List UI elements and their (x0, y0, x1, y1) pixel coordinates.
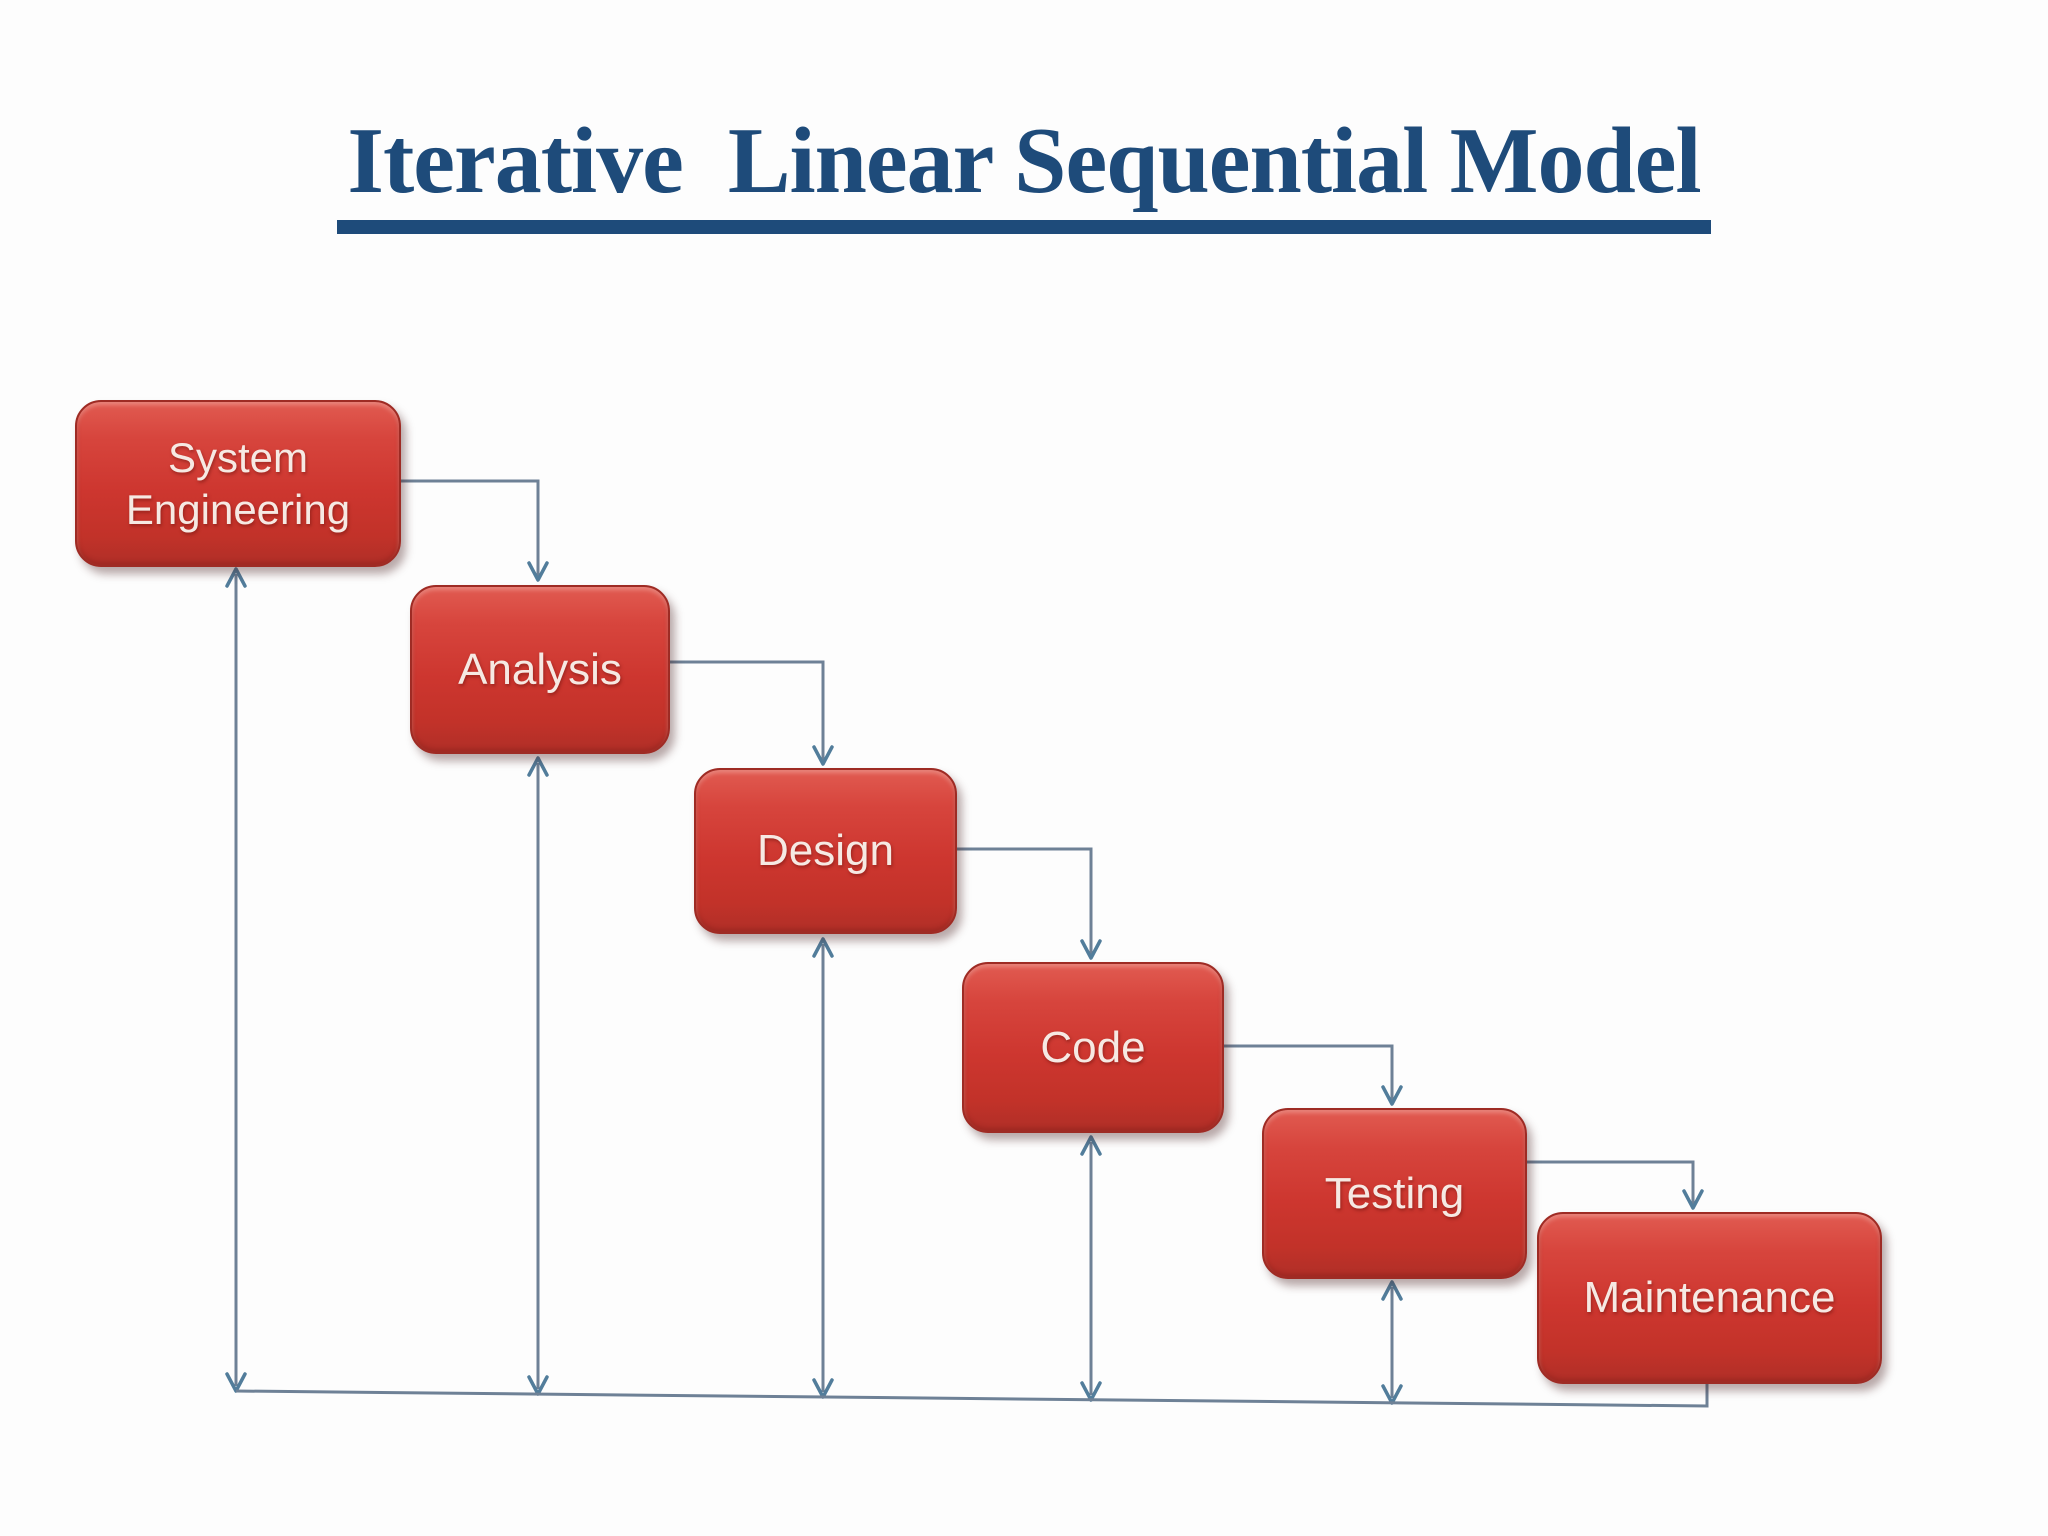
phase-box-testing: Testing (1262, 1108, 1527, 1279)
connector-system-engineering-to-analysis (397, 479, 549, 582)
phase-label-line1: System (167, 434, 309, 482)
phase-box-code: Code (962, 962, 1224, 1133)
feedback-arrow-analysis (527, 756, 549, 1396)
feedback-arrow-design (812, 937, 834, 1399)
arrowhead-up-icon (812, 937, 834, 958)
phase-label: Testing (1324, 1168, 1465, 1218)
feedback-arrow-testing (1381, 1280, 1403, 1405)
phase-box-analysis: Analysis (410, 585, 670, 754)
page-title: Iterative Linear Sequential Model (337, 111, 1711, 234)
phase-box-system-engineering: System Engineering (75, 400, 401, 567)
feedback-baseline (235, 1381, 1709, 1408)
arrowhead-up-icon (527, 756, 549, 777)
arrowhead-up-icon (1080, 1135, 1102, 1156)
phase-label-line2: Engineering (125, 485, 351, 533)
arrowhead-down-icon (812, 745, 834, 766)
phase-label: Design (757, 826, 894, 876)
connector-analysis-to-design (666, 660, 834, 766)
phase-label: Maintenance (1583, 1273, 1836, 1323)
connector-code-to-testing (1220, 1044, 1403, 1106)
feedback-arrow-code (1080, 1135, 1102, 1402)
phase-label: Analysis (458, 644, 622, 694)
arrowhead-down-icon (1381, 1085, 1403, 1106)
arrowhead-down-icon (1682, 1189, 1704, 1210)
phase-label: Code (1040, 1022, 1146, 1072)
arrowhead-down-icon (527, 561, 549, 582)
arrowhead-down-icon (1080, 939, 1102, 960)
feedback-arrow-system-engineering (225, 567, 247, 1393)
connector-testing-to-maintenance (1523, 1160, 1704, 1210)
arrowhead-up-icon (225, 567, 247, 588)
arrowhead-up-icon (1381, 1280, 1403, 1301)
connector-design-to-code (953, 847, 1102, 960)
phase-box-maintenance: Maintenance (1537, 1212, 1882, 1384)
title-row: Iterative Linear Sequential Model (0, 111, 2048, 234)
phase-box-design: Design (694, 768, 957, 934)
